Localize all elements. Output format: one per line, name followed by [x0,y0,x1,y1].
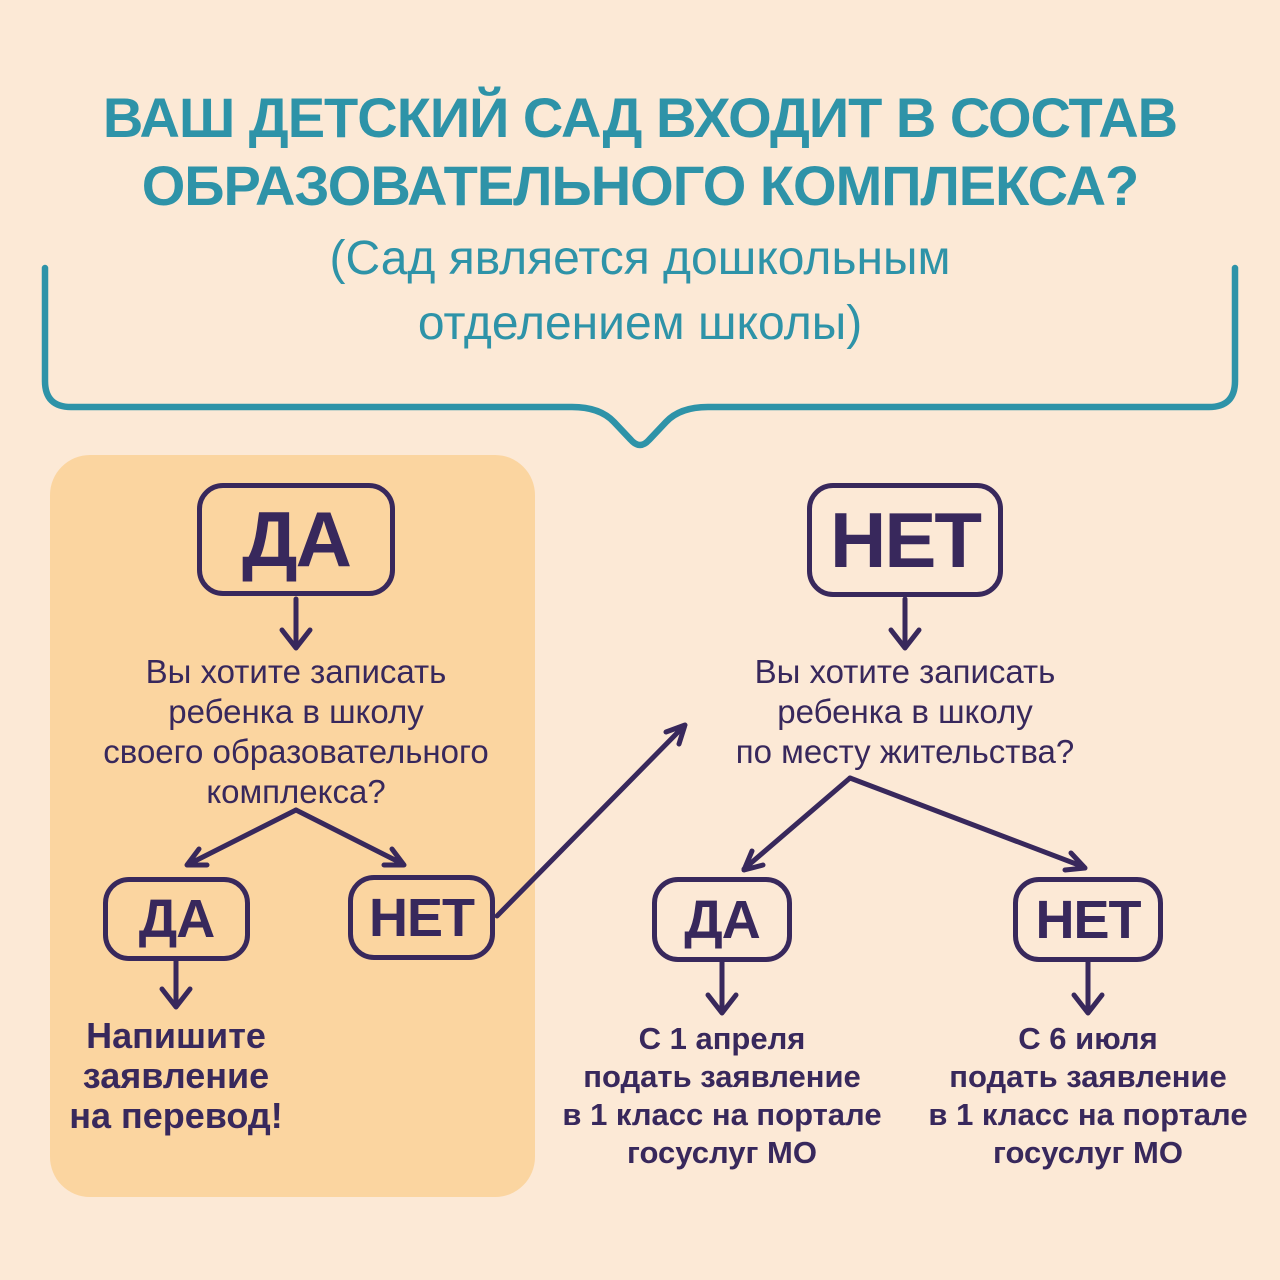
yes-answer-box: ДА [197,483,395,596]
no-no-result: С 6 июля подать заявление в 1 класс на п… [928,1021,1248,1170]
yes-branch-question: Вы хотите записать ребенка в школу своег… [103,653,489,810]
no-yes-label: ДА [684,889,760,950]
arrow-no-no-down-icon [1071,959,1105,1016]
arrow-yes-top-down-icon [279,596,313,651]
no-answer-label: НЕТ [830,495,982,584]
yes-no-label: НЕТ [369,887,475,948]
arrow-yes-split-left-icon [184,807,299,868]
no-yes-result: С 1 апреля подать заявление в 1 класс на… [562,1021,882,1170]
yes-answer-label: ДА [242,495,352,583]
arrow-no-split-left-icon [741,775,853,873]
arrow-no-yes-down-icon [705,959,739,1016]
arrow-yes-split-right-icon [293,807,407,868]
arrow-no-to-other-question-icon [494,722,688,919]
no-yes-box: ДА [652,877,792,962]
yes-yes-label: ДА [138,889,215,949]
yes-branch-panel [50,455,535,1197]
arrow-yes-yes-down-icon [159,957,193,1010]
page-subtitle: (Сад является дошкольным отделением школ… [329,232,951,351]
yes-no-box: НЕТ [348,875,495,960]
yes-yes-result: Напишите заявление на перевод! [69,1015,283,1136]
page-title: ВАШ ДЕТСКИЙ САД ВХОДИТ В СОСТАВ ОБРАЗОВА… [102,86,1178,218]
brace-icon [41,264,1239,449]
no-no-label: НЕТ [1035,889,1142,950]
arrow-no-split-right-icon [847,775,1088,873]
yes-yes-box: ДА [103,877,250,961]
arrow-no-top-down-icon [888,596,922,651]
no-no-box: НЕТ [1013,877,1163,962]
no-answer-box: НЕТ [807,483,1003,597]
no-branch-question: Вы хотите записать ребенка в школу по ме… [735,653,1075,770]
